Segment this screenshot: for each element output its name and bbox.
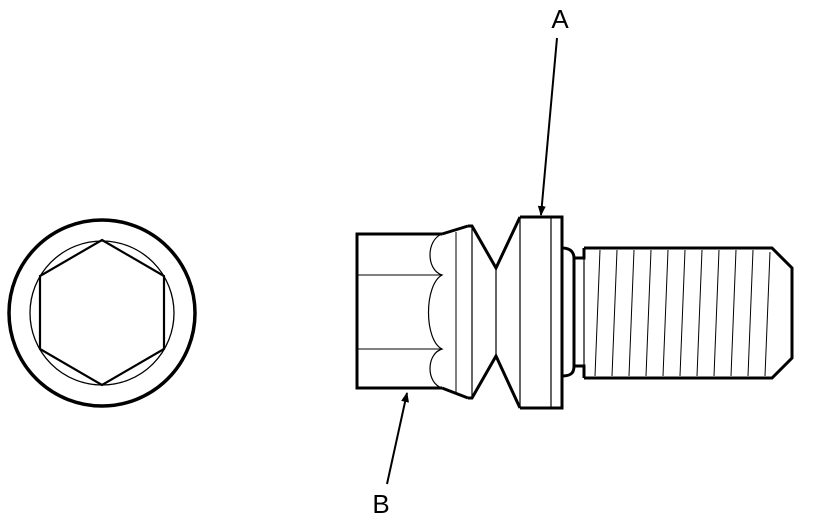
neck [561,246,576,378]
arrow-a [537,37,558,216]
hex-socket [38,238,166,387]
arrow-b [386,392,409,485]
end-view [7,218,197,408]
thread-lines [594,249,771,377]
head-chamfer [441,224,469,400]
v-groove-outline [468,216,522,409]
flange [520,215,564,410]
side-view [355,215,794,410]
threaded-shank [584,246,794,380]
inner-circle [29,240,175,386]
label-a: A [551,4,569,34]
head-scallop [427,233,444,389]
label-b: B [372,489,389,519]
bolt-head [355,232,442,390]
outer-circle [7,218,197,408]
